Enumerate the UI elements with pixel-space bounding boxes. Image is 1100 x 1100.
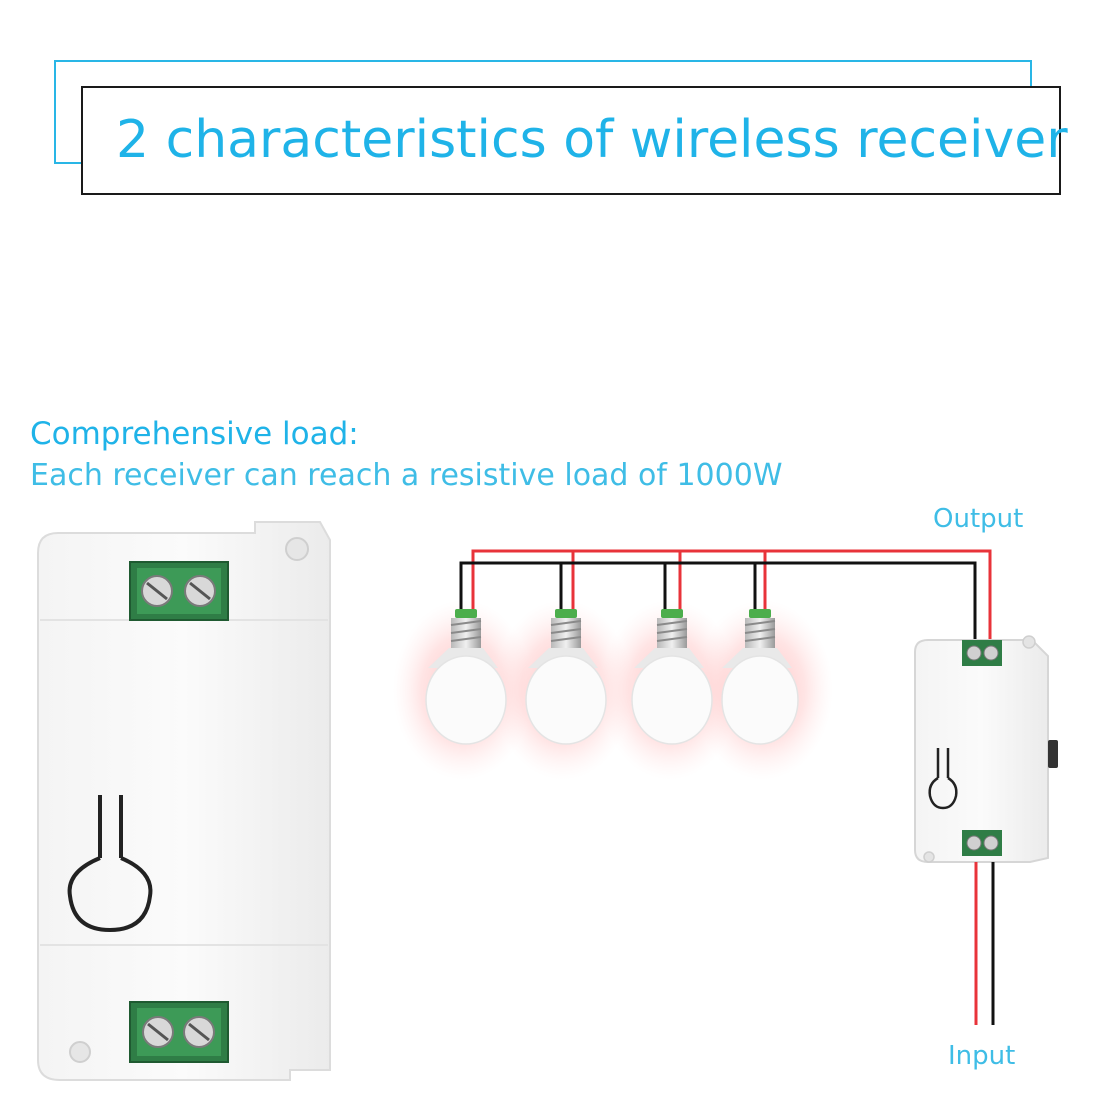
light-bulb-icon	[525, 609, 607, 745]
page-title: 2 characteristics of wireless receiver	[116, 110, 1068, 170]
terminal-block-icon	[129, 1001, 229, 1063]
load-heading: Comprehensive load:	[30, 416, 359, 452]
output-wiring	[459, 549, 992, 650]
light-bulb-icon	[721, 609, 799, 745]
terminal-block-icon	[129, 561, 229, 621]
load-description: Each receiver can reach a resistive load…	[30, 458, 783, 493]
title-frame-front	[81, 86, 1061, 195]
light-bulb-icon	[425, 609, 507, 745]
switch-tab	[1048, 740, 1058, 768]
receiver-module-icon	[914, 635, 1058, 863]
input-label: Input	[948, 1041, 1016, 1071]
receiver-module-icon	[37, 521, 331, 1081]
input-wiring	[974, 862, 995, 1025]
light-bulb-icon	[631, 609, 713, 745]
output-label: Output	[933, 504, 1024, 534]
